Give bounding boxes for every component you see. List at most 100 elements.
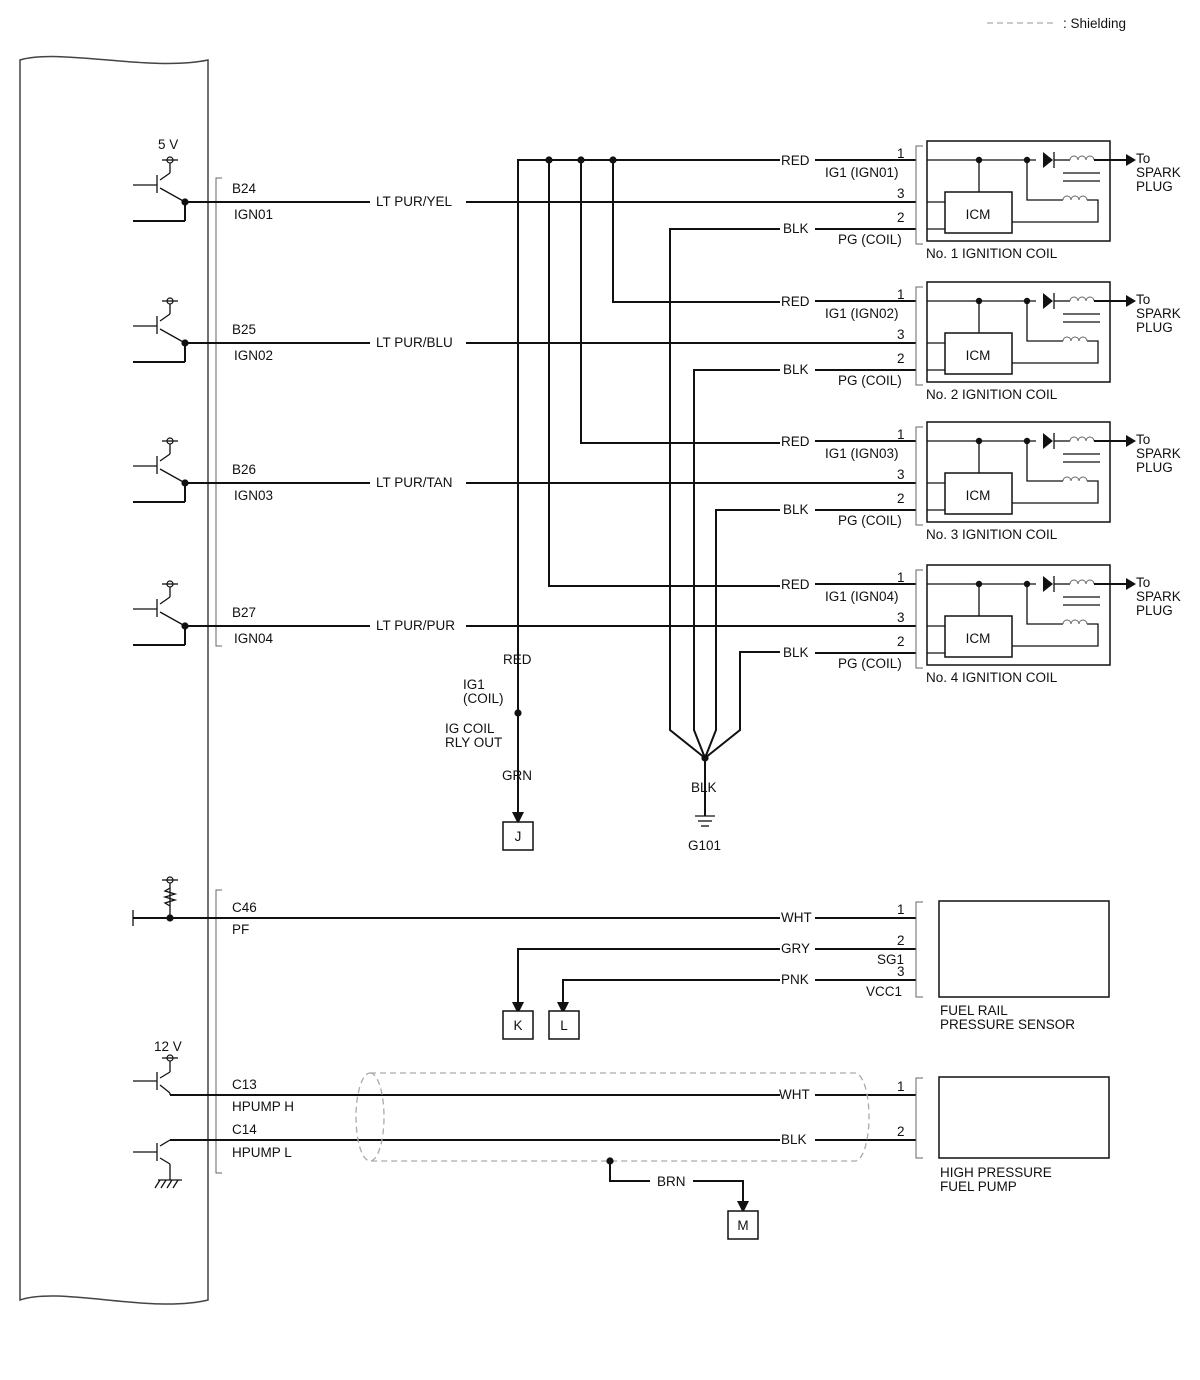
- primary-coil: [1062, 336, 1088, 342]
- fuel-rail-terminal: C46: [232, 900, 257, 915]
- ecm-signal: IGN03: [234, 488, 273, 503]
- fuel-rail-wire-2: GRY: [781, 941, 810, 956]
- diode-symbol: [1043, 433, 1053, 449]
- icm-box: [944, 191, 1013, 234]
- fuel-rail-pin-2: 2: [897, 933, 905, 948]
- pin3-number: 3: [897, 327, 905, 342]
- icm-label: ICM: [966, 207, 991, 222]
- ecm-terminal: B26: [232, 462, 256, 477]
- fuel-rail-pin-1: 1: [897, 902, 905, 917]
- ground-harness: BLK G101: [669, 228, 780, 853]
- red-bus: RED IG1 (COIL) IG COIL RLY OUT GRN J: [445, 156, 780, 851]
- connector-l-label: L: [560, 1018, 568, 1033]
- pin2-number: 2: [897, 491, 905, 506]
- pin2-wire: BLK: [783, 502, 809, 517]
- ecm-signal: IGN01: [234, 207, 273, 222]
- diode-symbol: [1043, 293, 1053, 309]
- ecm-body: [19, 55, 209, 1305]
- spark-label: SPARK: [1136, 165, 1181, 180]
- connector-m-label: M: [737, 1218, 748, 1233]
- wire-pnk: [562, 979, 780, 1004]
- pin1-label: IG1 (IGN02): [825, 306, 899, 321]
- connector-k-box: [502, 1010, 534, 1040]
- spark-label: SPARK: [1136, 446, 1181, 461]
- pin1-number: 1: [897, 427, 905, 442]
- plug-label: PLUG: [1136, 460, 1173, 475]
- icm-label: ICM: [966, 488, 991, 503]
- pin2-label: PG (COIL): [838, 656, 902, 671]
- ecm-signal: IGN02: [234, 348, 273, 363]
- plug-label: PLUG: [1136, 603, 1173, 618]
- pin3-number: 3: [897, 610, 905, 625]
- fuel-rail-section: C46 PF WHT 1 GRY 2 SG1 PNK 3 VCC1 K L FU…: [132, 876, 1110, 1040]
- pump-section: 12 V C13 HPUMP H C14 HPUMP L WHT BLK 1 2: [133, 1039, 1110, 1240]
- connector-k-label: K: [513, 1018, 522, 1033]
- connector-j-box: [502, 821, 534, 851]
- pin1-wire: RED: [781, 294, 810, 309]
- signal-wire-color: LT PUR/YEL: [376, 194, 453, 209]
- coil-name: No. 4 IGNITION COIL: [926, 670, 1058, 685]
- relay-wire-out: GRN: [502, 768, 532, 783]
- pin1-wire: RED: [781, 577, 810, 592]
- wire-gry: [517, 948, 780, 1004]
- pump-name-1: HIGH PRESSURE: [940, 1165, 1052, 1180]
- fuel-rail-label-vcc1: VCC1: [866, 984, 902, 999]
- pin1-number: 1: [897, 570, 905, 585]
- diode-symbol: [1043, 576, 1053, 592]
- pin3-number: 3: [897, 467, 905, 482]
- primary-coil: [1062, 476, 1088, 482]
- pump-terminal-l: C14: [232, 1122, 257, 1137]
- relay-label-ig1: IG1: [463, 677, 485, 692]
- pump-name-2: FUEL PUMP: [940, 1179, 1017, 1194]
- pump-signal-l: HPUMP L: [232, 1145, 292, 1160]
- pin1-label: IG1 (IGN03): [825, 446, 899, 461]
- pin3-number: 3: [897, 186, 905, 201]
- spark-arrow: [1126, 295, 1136, 307]
- fuel-rail-label-sg1: SG1: [877, 952, 904, 967]
- pin2-label: PG (COIL): [838, 373, 902, 388]
- secondary-coil: [1069, 436, 1095, 442]
- icm-box: [944, 615, 1013, 658]
- secondary-coil: [1069, 296, 1095, 302]
- supply-12v-label: 12 V: [154, 1039, 182, 1054]
- pin2-label: PG (COIL): [838, 513, 902, 528]
- spark-arrow: [1126, 435, 1136, 447]
- connector-j-label: J: [515, 829, 522, 844]
- ecm-terminal: B24: [232, 181, 257, 196]
- pump-wire-h: WHT: [779, 1087, 810, 1102]
- plug-label: PLUG: [1136, 320, 1173, 335]
- pin1-wire: RED: [781, 153, 810, 168]
- fuel-rail-pin-3: 3: [897, 964, 905, 979]
- legend: : Shielding: [987, 16, 1126, 31]
- fuel-pump-box: [938, 1076, 1110, 1159]
- pump-shield-wire: BRN: [657, 1174, 686, 1189]
- coil-name: No. 2 IGNITION COIL: [926, 387, 1058, 402]
- pin2-wire: BLK: [783, 645, 809, 660]
- coil-name: No. 1 IGNITION COIL: [926, 246, 1058, 261]
- shielding-legend-label: : Shielding: [1063, 16, 1126, 31]
- spark-arrow: [1126, 578, 1136, 590]
- to-label: To: [1136, 151, 1150, 166]
- icm-label: ICM: [966, 631, 991, 646]
- fuel-rail-wire-3: PNK: [781, 972, 809, 987]
- fuel-rail-sensor-box: [938, 900, 1110, 998]
- pin2-label: PG (COIL): [838, 232, 902, 247]
- pin1-number: 1: [897, 146, 905, 161]
- relay-label-coil: (COIL): [463, 691, 504, 706]
- pin1-label: IG1 (IGN01): [825, 165, 899, 180]
- pump-pin-l: 2: [897, 1124, 905, 1139]
- primary-coil: [1062, 195, 1088, 201]
- secondary-coil: [1069, 579, 1095, 585]
- coil-name: No. 3 IGNITION COIL: [926, 527, 1058, 542]
- spark-arrow: [1126, 154, 1136, 166]
- pin2-number: 2: [897, 351, 905, 366]
- pump-pin-h: 1: [897, 1079, 905, 1094]
- pin2-wire: BLK: [783, 221, 809, 236]
- ecm-signal: IGN04: [234, 631, 274, 646]
- relay-wire-in: RED: [503, 652, 532, 667]
- spark-label: SPARK: [1136, 589, 1181, 604]
- signal-wire-color: LT PUR/BLU: [376, 335, 453, 350]
- ground-wire: BLK: [691, 780, 717, 795]
